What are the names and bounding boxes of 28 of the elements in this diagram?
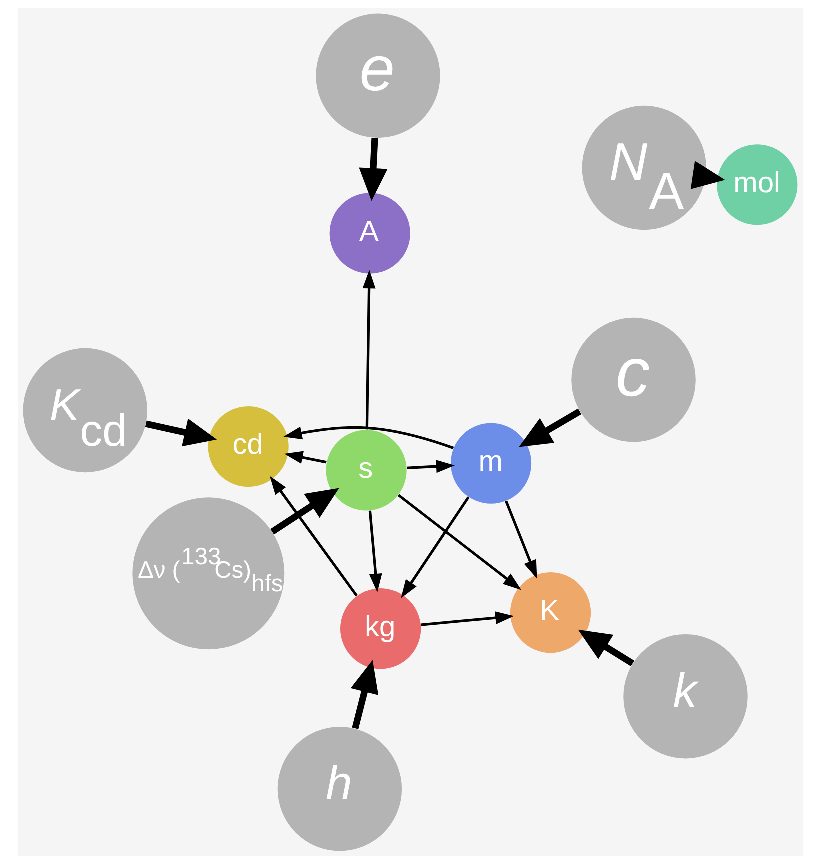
- arrow: [400, 496, 470, 598]
- node-circle: K: [510, 572, 591, 654]
- arrow: [420, 612, 514, 626]
- arrow: [283, 426, 454, 450]
- node-circle: h: [277, 727, 402, 852]
- node-circle: mol: [716, 144, 798, 226]
- arrow: [269, 476, 358, 597]
- arrow: [406, 460, 454, 474]
- node-circle: c: [571, 318, 696, 442]
- arrow: [284, 451, 326, 464]
- arrow: [350, 660, 378, 730]
- arrow: [397, 494, 522, 590]
- node-circle: s: [326, 430, 406, 511]
- node-circle: e: [316, 14, 440, 138]
- arrow: [578, 630, 634, 667]
- node-circle: kg: [340, 588, 421, 670]
- arrow: [358, 138, 388, 202]
- arrow: [144, 418, 217, 447]
- arrow: [504, 500, 537, 579]
- arrow: [368, 510, 382, 593]
- node-circle: m: [450, 423, 532, 504]
- node-circle: A: [329, 193, 410, 274]
- arrow: [518, 408, 582, 448]
- arrow: [690, 161, 725, 190]
- arrow: [362, 270, 376, 430]
- node-circle: cd: [208, 406, 288, 488]
- arrow: [270, 488, 339, 535]
- node-circle: k: [623, 634, 748, 759]
